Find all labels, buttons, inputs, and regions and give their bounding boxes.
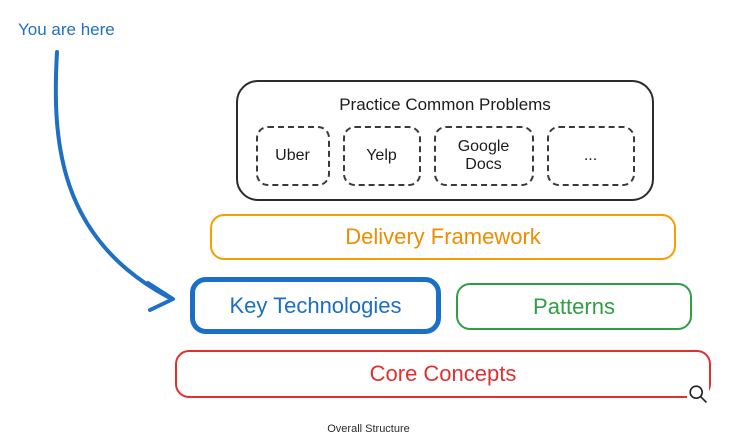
practice-item-uber: Uber [255,126,330,186]
practice-item-google-docs: Google Docs [433,126,534,186]
zoom-button[interactable] [687,383,709,405]
practice-box-title: Practice Common Problems [339,95,551,114]
patterns-box: Patterns [456,283,692,330]
practice-items-row: Uber Yelp Google Docs ... [255,126,635,186]
key-technologies-box: Key Technologies [190,277,441,334]
diagram-caption: Overall Structure [327,423,410,435]
practice-item-more: ... [546,126,635,186]
core-concepts-box: Core Concepts [175,350,711,398]
you-are-here-label: You are here [18,20,115,39]
practice-common-problems-box: Practice Common Problems Uber Yelp Googl… [236,80,654,201]
practice-item-yelp: Yelp [342,126,421,186]
delivery-framework-box: Delivery Framework [210,214,676,260]
magnifier-icon [689,385,707,403]
